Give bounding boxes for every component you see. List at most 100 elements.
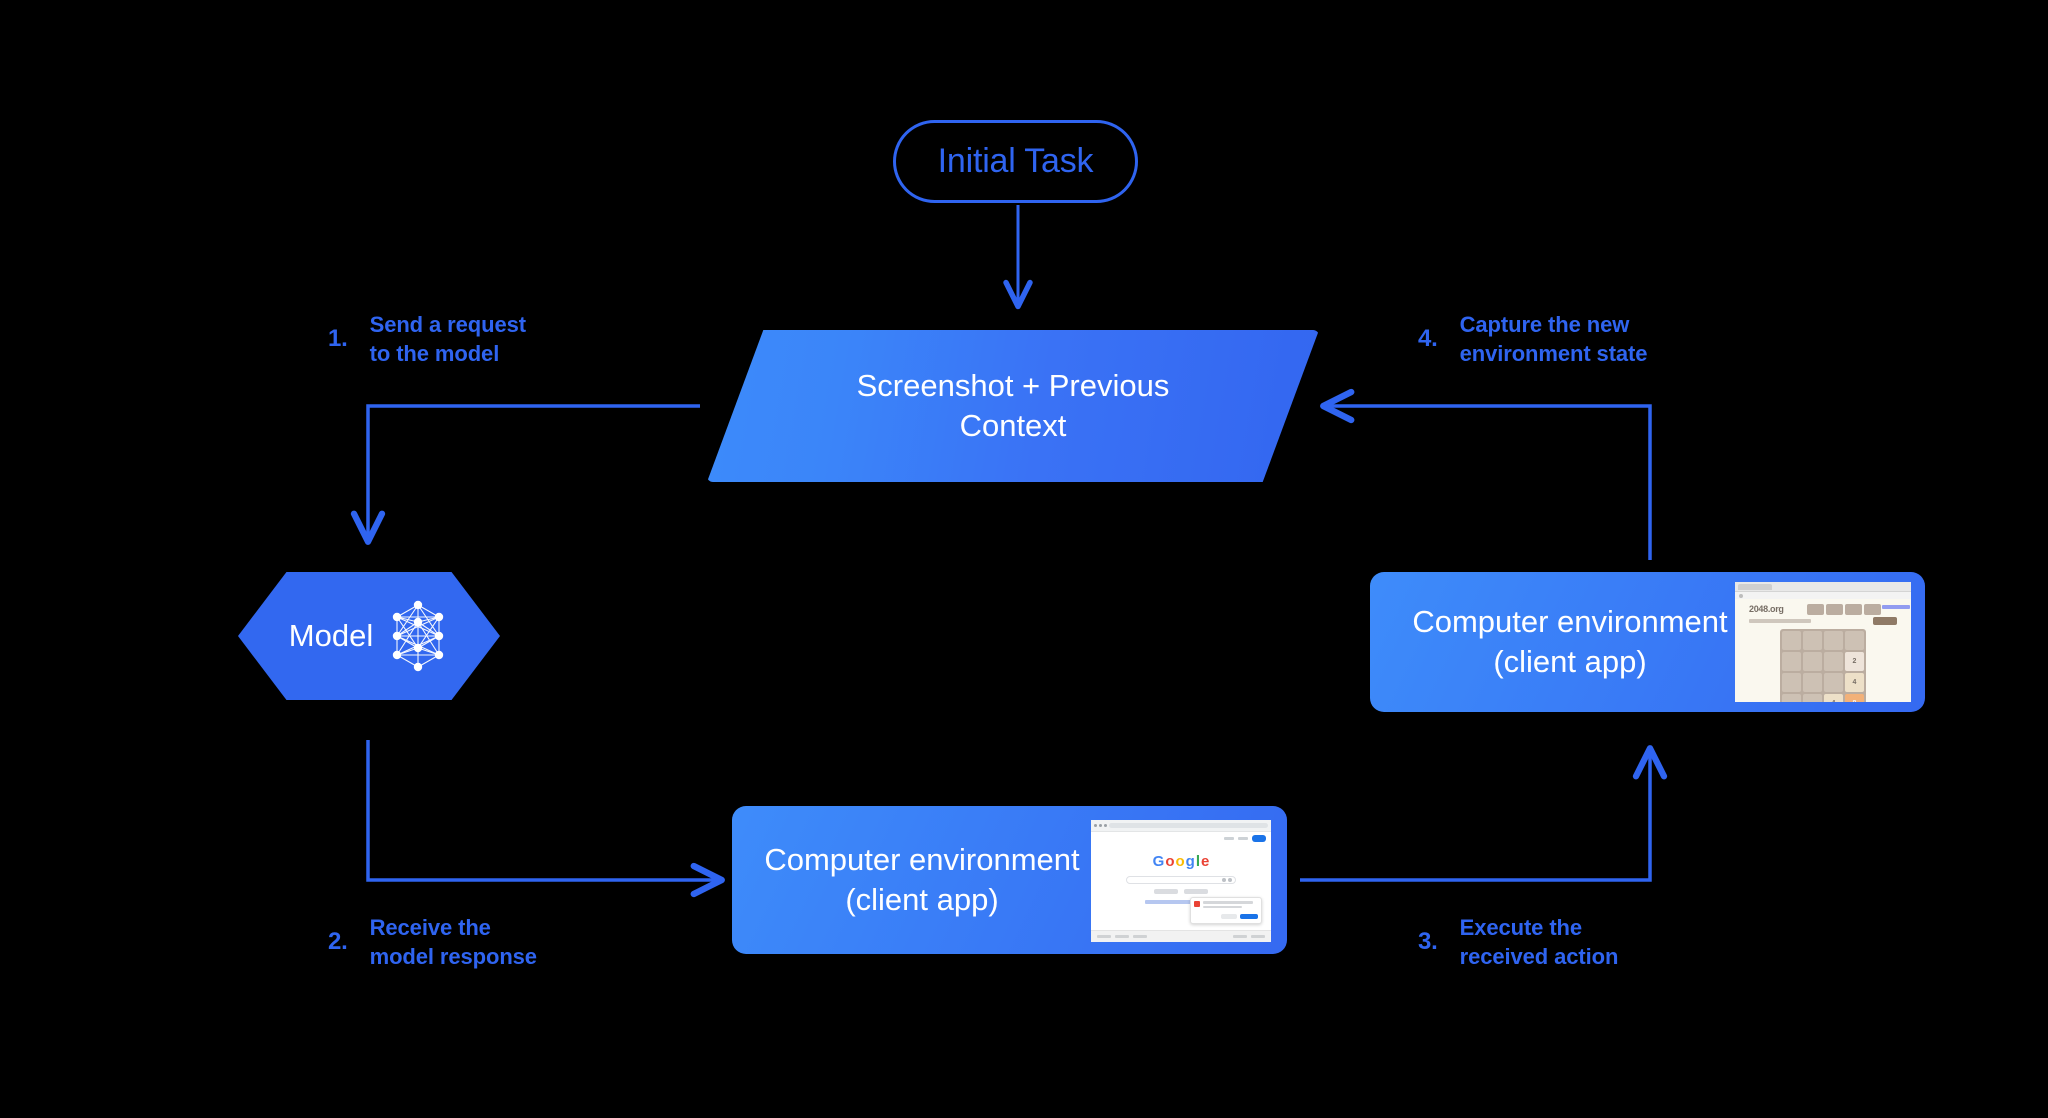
logo-letter: o (1175, 853, 1185, 870)
game-2048-title: 2048.org (1749, 604, 1784, 614)
footer-link[interactable] (1133, 935, 1147, 938)
footer-link[interactable] (1115, 935, 1129, 938)
tile (1782, 631, 1801, 650)
arrow-3-env-bottom-to-env-right (1300, 745, 1668, 882)
score-tile (1826, 604, 1843, 615)
google-footer (1091, 930, 1271, 942)
context-node-text: Screenshot + Previous Context (707, 330, 1319, 482)
new-game-button[interactable] (1873, 617, 1897, 625)
env-card-right-text: Computer environment (client app) (1390, 572, 1750, 712)
popup-text (1203, 901, 1258, 910)
camera-icon[interactable] (1228, 878, 1232, 882)
step-description: Send a request to the model (369, 312, 526, 366)
reload-icon (1104, 824, 1107, 827)
initial-task-node[interactable]: Initial Task (893, 120, 1138, 203)
score-tile (1864, 604, 1881, 615)
logo-letter: l (1195, 853, 1200, 870)
browser-tab (1738, 583, 1772, 590)
env-card-bottom-line2: (client app) (845, 882, 999, 917)
tile (1782, 673, 1801, 692)
tile (1824, 631, 1843, 650)
env-card-bottom-thumbnail: G o o g l e (1091, 820, 1271, 942)
tile: 4 (1824, 694, 1843, 702)
game-2048-header-links[interactable] (1882, 605, 1910, 609)
popup-line (1203, 901, 1253, 904)
step-description: Capture the new environment state (1459, 312, 1648, 366)
tile (1782, 652, 1801, 671)
browser-toolbar (1735, 592, 1911, 599)
context-node-shape (707, 330, 1319, 482)
google-search-input[interactable] (1126, 876, 1236, 884)
score-tile (1845, 604, 1862, 615)
env-card-bottom-line1: Computer environment (764, 842, 1080, 877)
score-tile (1807, 604, 1824, 615)
env-card-bottom[interactable]: Computer environment (client app) G (732, 806, 1287, 954)
popup-cancel-button[interactable] (1221, 914, 1237, 919)
env-card-right[interactable]: Computer environment (client app) 2048.o… (1370, 572, 1925, 712)
neural-network-icon (393, 600, 444, 672)
step-number: 4. (1418, 325, 1438, 352)
nav-link[interactable] (1238, 836, 1248, 840)
model-node[interactable]: Model (238, 572, 500, 700)
forward-arrow-icon (1099, 824, 1102, 827)
browser-toolbar-dot-icon (1739, 593, 1743, 598)
context-node-line1: Screenshot + Previous (856, 368, 1170, 403)
popup-buttons (1194, 914, 1258, 919)
browser-tab-bar (1735, 582, 1911, 592)
initial-task-label: Initial Task (937, 142, 1094, 180)
popup-confirm-button[interactable] (1240, 914, 1258, 919)
footer-link[interactable] (1233, 935, 1247, 938)
arrow-1-context-to-model (350, 404, 700, 545)
logo-letter: g (1185, 853, 1195, 870)
arrow-2-model-to-env-bottom (366, 740, 725, 898)
step-description: Receive the model response (369, 915, 537, 969)
sign-in-button[interactable] (1252, 834, 1266, 842)
context-node[interactable]: Screenshot + Previous Context (707, 330, 1319, 482)
footer-links-right (1233, 935, 1265, 938)
google-search-button[interactable] (1154, 889, 1178, 894)
step-label-4: 4. Capture the new environment state (1418, 310, 1648, 368)
google-search-screenshot: G o o g l e (1091, 820, 1271, 942)
step-description: Execute the received action (1459, 915, 1619, 969)
step-number: 3. (1418, 928, 1438, 955)
logo-letter: G (1152, 853, 1165, 870)
game-2048-subrow (1749, 617, 1897, 625)
google-search-buttons (1091, 889, 1271, 894)
tile (1782, 694, 1801, 702)
env-card-bottom-text: Computer environment (client app) (742, 806, 1102, 954)
url-input[interactable] (1109, 823, 1268, 828)
tile (1845, 631, 1864, 650)
env-card-right-thumbnail: 2048.org (1735, 582, 1911, 702)
game-2048-screenshot: 2048.org (1735, 582, 1911, 702)
arrow-4-env-right-to-context (1320, 388, 1652, 560)
game-2048-page: 2048.org (1735, 599, 1911, 702)
google-top-nav (1091, 832, 1271, 844)
tile (1803, 673, 1822, 692)
model-node-content: Model (238, 572, 500, 700)
game-2048-scorebox (1807, 604, 1881, 615)
popup-row (1194, 901, 1258, 910)
logo-letter: o (1165, 853, 1175, 870)
tile (1803, 631, 1822, 650)
footer-links-left (1097, 935, 1147, 938)
browser-address-bar[interactable] (1091, 820, 1271, 832)
nav-link[interactable] (1224, 836, 1234, 840)
language-options-line[interactable] (1145, 900, 1217, 904)
footer-link[interactable] (1251, 935, 1265, 938)
tile (1803, 652, 1822, 671)
tile: 4 (1845, 673, 1864, 692)
footer-link[interactable] (1097, 935, 1111, 938)
feeling-lucky-button[interactable] (1184, 889, 1208, 894)
tile (1824, 673, 1843, 692)
model-node-shape (238, 572, 500, 700)
browser-popup-dialog[interactable] (1190, 897, 1262, 924)
step-label-2: 2. Receive the model response (328, 913, 537, 971)
microphone-icon[interactable] (1222, 878, 1226, 882)
env-card-right-line2: (client app) (1493, 644, 1647, 679)
tile: 2 (1845, 652, 1864, 671)
tile (1824, 652, 1843, 671)
model-node-label: Model (288, 618, 374, 653)
popup-line (1203, 905, 1242, 908)
back-arrow-icon (1094, 824, 1097, 827)
game-2048-board[interactable]: 2 4 4 8 (1780, 629, 1866, 702)
